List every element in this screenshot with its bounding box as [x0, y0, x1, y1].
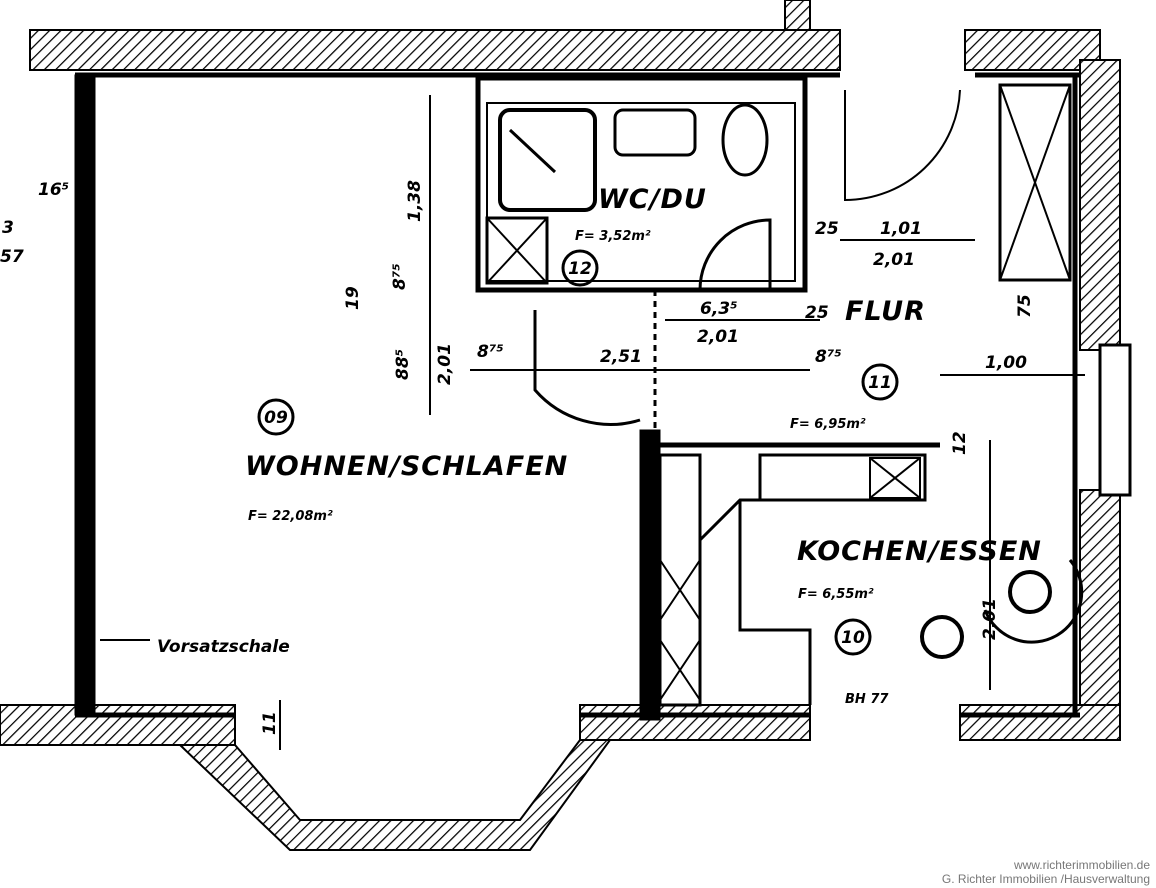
dim-875b: 8⁷⁵ [477, 342, 504, 362]
dim-201d: 2,01 [980, 598, 1000, 640]
watermark-company: G. Richter Immobilien /Hausverwaltung [941, 872, 1150, 886]
dim-201b: 2,01 [697, 327, 739, 347]
room-number-wohnen: 09 [264, 408, 288, 428]
dim-635: 6,3⁵ [700, 299, 738, 319]
room-name-wc: WC/DU [598, 184, 707, 215]
dim-201c: 2,01 [873, 250, 915, 270]
note-bh: BH 77 [845, 692, 889, 707]
dim-75: 75 [1015, 294, 1035, 318]
dim-875a: 8⁷⁵ [390, 263, 410, 290]
dim-11: 11 [260, 711, 280, 735]
room-name-kochen: KOCHEN/ESSEN [797, 536, 1042, 567]
walls [0, 0, 1121, 851]
labels: 09 WOHNEN/SCHLAFEN F= 22,08m² 12 WC/DU F… [157, 184, 1042, 707]
interior-lines [74, 72, 1132, 750]
dim-25a: 25 [805, 303, 829, 323]
dimensions: 1,38 8⁷⁵ 19 88⁵ 2,01 8⁷⁵ 2,51 8⁷⁵ 6,3⁵ 2… [0, 180, 1035, 735]
dim-door-h: 2,01 [435, 343, 455, 385]
dim-101: 1,01 [880, 219, 922, 239]
room-name-wohnen: WOHNEN/SCHLAFEN [245, 451, 568, 482]
dim-251: 2,51 [600, 347, 642, 367]
room-number-wc: 12 [568, 259, 592, 279]
room-area-flur: F= 6,95m² [790, 417, 866, 432]
dim-wc-height: 1,38 [405, 180, 425, 222]
room-area-wc: F= 3,52m² [575, 229, 651, 244]
room-area-kochen: F= 6,55m² [798, 587, 874, 602]
note-vorsatzschale: Vorsatzschale [157, 637, 290, 657]
room-number-flur: 11 [868, 373, 892, 393]
dim-875c: 8⁷⁵ [815, 347, 842, 367]
room-name-flur: FLUR [845, 296, 926, 327]
dim-885: 88⁵ [393, 349, 413, 380]
dim-165: 16⁵ [38, 180, 69, 200]
dim-57: 57 [0, 247, 24, 267]
watermark-url: www.richterimmobilien.de [1013, 858, 1150, 872]
dim-100: 1,00 [985, 353, 1027, 373]
dim-19: 19 [343, 286, 363, 310]
dim-12: 12 [950, 431, 970, 455]
dim-3: 3 [2, 218, 14, 238]
watermark: www.richterimmobilien.de G. Richter Immo… [942, 858, 1150, 886]
room-area-wohnen: F= 22,08m² [248, 509, 333, 524]
dim-25b: 25 [815, 219, 839, 239]
room-number-kochen: 10 [841, 628, 865, 648]
